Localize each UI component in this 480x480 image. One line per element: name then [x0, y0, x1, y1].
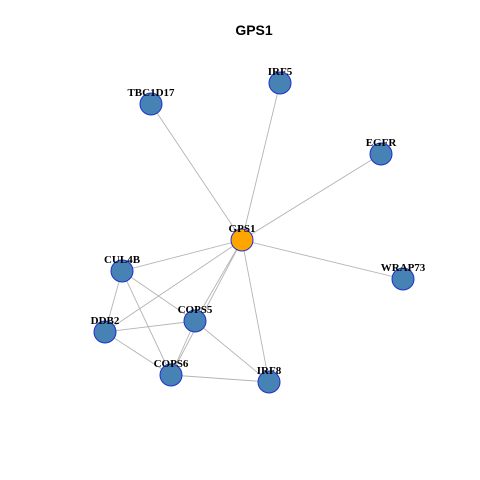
- edge-gps1-cops5: [194, 239, 243, 322]
- edge-cul4b-cops5: [121, 270, 196, 322]
- node-label-irf5: IRF5: [268, 66, 293, 78]
- node-circle-tbc1d17: [139, 92, 163, 116]
- edges-layer: [104, 82, 404, 383]
- node-circle-cul4b: [110, 259, 134, 283]
- node-circle-egfr: [369, 142, 393, 166]
- node-circle-gps1: [230, 228, 254, 252]
- node-circle-wrap73: [391, 267, 415, 291]
- edge-gps1-irf5: [241, 82, 281, 241]
- edge-gps1-egfr: [241, 153, 382, 241]
- node-cops5: COPS5: [178, 304, 213, 333]
- edge-cops6-irf8: [170, 374, 270, 383]
- edge-gps1-ddb2: [104, 239, 243, 333]
- node-circle-irf5: [268, 71, 292, 95]
- node-irf8: IRF8: [257, 365, 282, 394]
- node-cops6: COPS6: [154, 358, 189, 387]
- node-irf5: IRF5: [268, 66, 293, 95]
- node-label-cul4b: CUL4B: [104, 254, 141, 266]
- graph-title: GPS1: [235, 22, 273, 38]
- node-label-cops6: COPS6: [154, 358, 189, 370]
- edge-cul4b-cops6: [121, 270, 172, 376]
- node-label-irf8: IRF8: [257, 365, 282, 377]
- node-label-egfr: EGFR: [366, 137, 398, 149]
- edge-gps1-cul4b: [121, 239, 243, 272]
- node-gps1: GPS1: [229, 223, 256, 252]
- node-circle-irf8: [257, 370, 281, 394]
- edge-ddb2-cops6: [104, 331, 172, 376]
- node-label-cops5: COPS5: [178, 304, 213, 316]
- node-circle-cops5: [183, 309, 207, 333]
- node-label-wrap73: WRAP73: [381, 262, 426, 274]
- edge-gps1-tbc1d17: [150, 103, 243, 241]
- node-circle-cops6: [159, 363, 183, 387]
- node-label-tbc1d17: TBC1D17: [127, 87, 175, 99]
- node-circle-ddb2: [93, 320, 117, 344]
- edge-gps1-cops6: [170, 239, 243, 376]
- node-wrap73: WRAP73: [381, 262, 426, 291]
- node-tbc1d17: TBC1D17: [127, 87, 175, 116]
- node-ddb2: DDB2: [91, 315, 120, 344]
- node-egfr: EGFR: [366, 137, 398, 166]
- edge-ddb2-cops5: [104, 320, 196, 333]
- node-label-ddb2: DDB2: [91, 315, 120, 327]
- node-cul4b: CUL4B: [104, 254, 141, 283]
- edge-gps1-wrap73: [241, 239, 404, 280]
- edge-gps1-irf8: [241, 239, 270, 383]
- node-label-gps1: GPS1: [229, 223, 256, 235]
- edge-cops5-irf8: [194, 320, 270, 383]
